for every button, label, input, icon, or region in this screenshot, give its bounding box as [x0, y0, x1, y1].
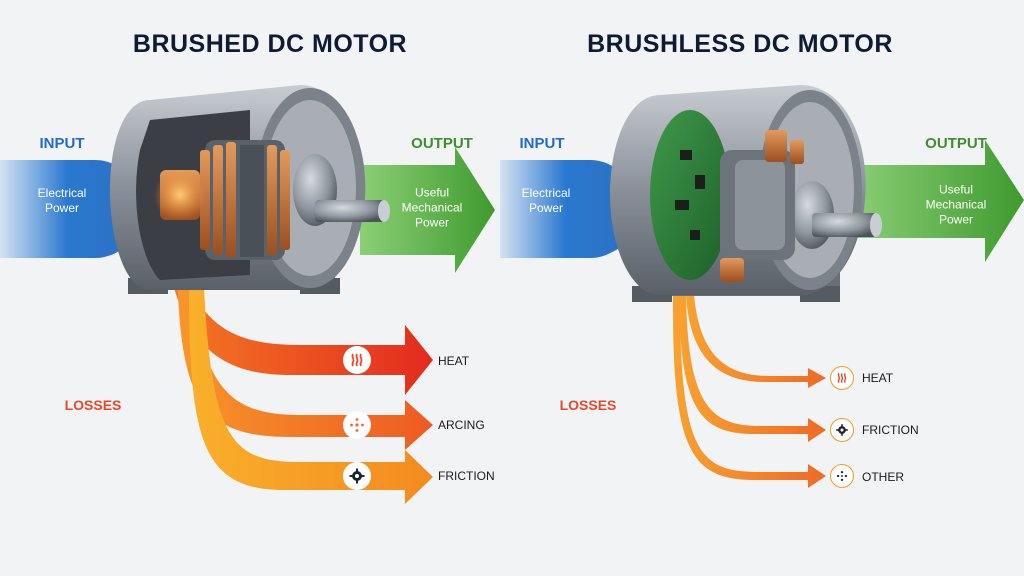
brushed-arcing-flow — [177, 265, 433, 450]
heat-icon — [830, 366, 854, 390]
brushed-loss-friction: FRICTION — [438, 469, 495, 483]
brushless-output-arrow — [850, 140, 1024, 262]
brushed-losses-label: LOSSES — [64, 397, 122, 413]
brushed-title: BRUSHED DC MOTOR — [132, 30, 408, 58]
brushed-friction-flow — [188, 265, 433, 504]
brushed-loss-arcing: ARCING — [438, 418, 485, 432]
brushed-loss-heat: HEAT — [438, 354, 470, 368]
gear-icon — [830, 418, 854, 442]
brushed-output-text-value: Useful Mechanical Power — [401, 185, 463, 230]
brushless-title: BRUSHLESS DC MOTOR — [587, 30, 893, 58]
brushless-input-text-value: Electrical Power — [521, 186, 571, 215]
brushed-output-text: Useful Mechanical Power — [387, 186, 477, 231]
brushed-motor-illustration — [110, 85, 390, 294]
heat-icon — [343, 346, 371, 374]
spark-icon — [343, 411, 371, 439]
brushless-other-flow — [672, 295, 826, 488]
brushless-loss-friction: FRICTION — [862, 423, 919, 437]
brushless-loss-heat: HEAT — [862, 371, 894, 385]
brushed-output-label: OUTPUT — [411, 135, 473, 152]
brushless-input-text: Electrical Power — [506, 186, 586, 216]
brushed-input-label: INPUT — [39, 135, 85, 152]
brushless-output-text-value: Useful Mechanical Power — [925, 182, 987, 227]
brushed-input-text-value: Electrical Power — [37, 186, 87, 215]
brushless-heat-flow — [686, 295, 826, 388]
gear-icon — [343, 462, 371, 490]
brushless-input-arrow — [500, 160, 645, 258]
brushless-output-label: OUTPUT — [925, 135, 987, 152]
brushless-motor-illustration — [610, 85, 882, 302]
brushless-friction-flow — [679, 295, 826, 442]
brushless-loss-other: OTHER — [862, 470, 904, 484]
brushed-input-text: Electrical Power — [22, 186, 102, 216]
brushless-losses-label: LOSSES — [559, 397, 617, 413]
dots-icon — [830, 464, 854, 488]
brushless-output-text: Useful Mechanical Power — [911, 183, 1001, 228]
brushless-input-label: INPUT — [519, 135, 565, 152]
brushed-output-arrow — [360, 147, 495, 273]
